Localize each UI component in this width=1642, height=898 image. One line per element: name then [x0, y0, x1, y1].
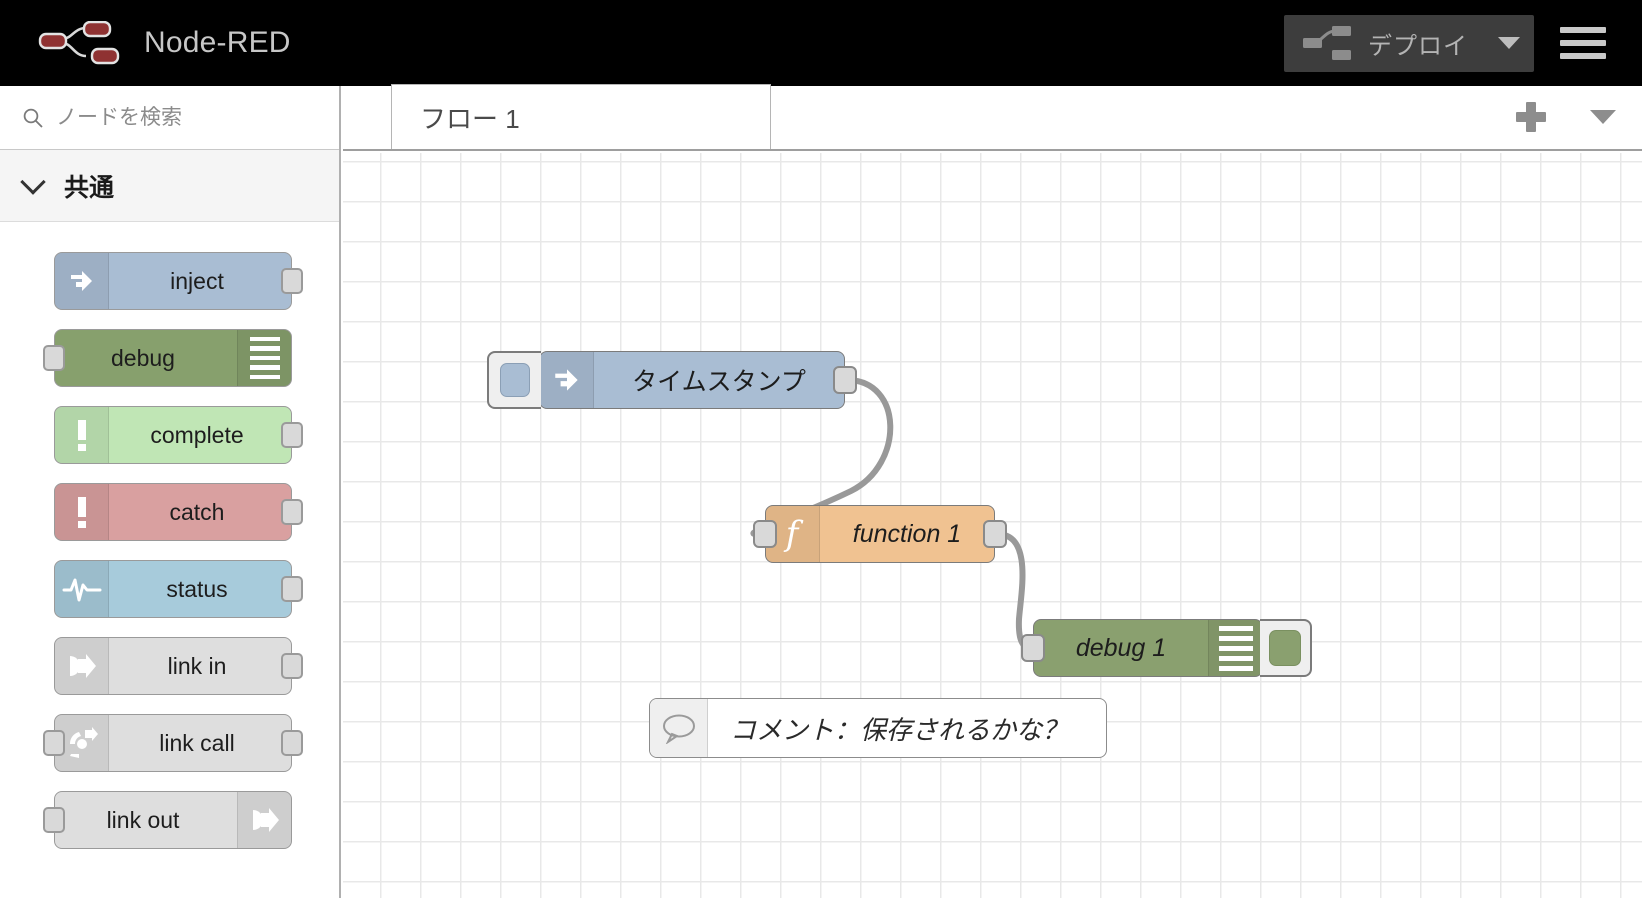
exclamation-icon	[55, 407, 109, 463]
node-red-logo-icon	[38, 21, 120, 65]
flow-node-label: タイムスタンプ	[632, 368, 806, 396]
link-out-icon	[237, 792, 291, 848]
node-input-port[interactable]	[753, 520, 777, 548]
palette-search[interactable]	[0, 86, 339, 150]
deploy-label: デプロイ	[1368, 32, 1468, 60]
hamburger-bar	[1560, 27, 1606, 33]
app-title: Node-RED	[144, 26, 291, 59]
palette-node-catch[interactable]: catch	[54, 483, 303, 541]
debug-enable-toggle[interactable]	[1260, 619, 1312, 677]
hamburger-menu-icon[interactable]	[1560, 27, 1606, 59]
flow-node-comment[interactable]: コメント：保存されるかな？	[649, 698, 1107, 758]
palette-category-label: 共通	[64, 173, 115, 202]
search-input[interactable]	[56, 105, 316, 130]
node-output-port[interactable]	[281, 576, 303, 602]
palette-node-label: catch	[169, 498, 225, 525]
wire-function-to-debug[interactable]	[994, 531, 1034, 651]
flow-canvas[interactable]: タイムスタンプ f function 1 debug 1 コ	[343, 153, 1642, 898]
node-output-port[interactable]	[281, 730, 303, 756]
hamburger-bar	[1560, 40, 1606, 46]
node-output-port[interactable]	[281, 268, 303, 294]
palette-node-complete[interactable]: complete	[54, 406, 303, 464]
svg-text:f: f	[782, 514, 803, 554]
caret-down-icon[interactable]	[1498, 37, 1520, 49]
palette-node-debug[interactable]: debug	[43, 329, 292, 387]
inject-arrow-icon	[540, 352, 594, 408]
palette-node-link-in[interactable]: link in	[54, 637, 303, 695]
function-f-icon: f	[766, 506, 820, 562]
node-output-port[interactable]	[281, 653, 303, 679]
flow-tab-bar: フロー 1	[343, 84, 1642, 151]
deploy-button[interactable]: デプロイ	[1284, 14, 1534, 72]
node-palette: 共通 inject debug	[0, 86, 341, 898]
node-output-port[interactable]	[983, 520, 1007, 548]
node-output-port[interactable]	[281, 422, 303, 448]
flow-node-debug[interactable]: debug 1	[1021, 619, 1312, 677]
tab-actions	[1516, 84, 1642, 149]
palette-node-list: inject debug complete	[0, 222, 339, 849]
node-input-port[interactable]	[43, 345, 65, 371]
palette-node-label: link out	[106, 806, 180, 833]
palette-node-link-out[interactable]: link out	[43, 791, 292, 849]
hamburger-bar	[1560, 53, 1606, 59]
exclamation-icon	[55, 484, 109, 540]
deploy-icon	[1303, 26, 1351, 60]
palette-node-label: debug	[111, 344, 175, 371]
palette-node-label: status	[166, 575, 228, 602]
pulse-wave-icon	[55, 561, 109, 617]
flow-node-function[interactable]: f function 1	[753, 505, 1007, 563]
flow-node-inject[interactable]: タイムスタンプ	[487, 351, 857, 409]
search-icon	[23, 108, 43, 128]
palette-category-common[interactable]: 共通	[0, 150, 339, 222]
palette-node-label: complete	[150, 421, 244, 448]
palette-node-status[interactable]: status	[54, 560, 303, 618]
node-input-port[interactable]	[43, 807, 65, 833]
palette-node-label: inject	[170, 267, 224, 294]
palette-node-label: link call	[159, 729, 235, 756]
palette-node-inject[interactable]: inject	[54, 252, 303, 310]
inject-trigger-button[interactable]	[487, 351, 541, 409]
debug-toggle-inner	[1269, 630, 1301, 666]
node-input-port[interactable]	[1021, 634, 1045, 662]
flow-node-label: debug 1	[1075, 633, 1167, 662]
plus-icon[interactable]	[1516, 101, 1546, 132]
node-output-port[interactable]	[281, 499, 303, 525]
node-output-port[interactable]	[833, 366, 857, 394]
header-actions: デプロイ	[1284, 0, 1642, 86]
comment-bubble-icon	[650, 699, 708, 757]
brand: Node-RED	[38, 21, 291, 65]
app-header: Node-RED デプロイ	[0, 0, 1642, 86]
link-in-icon	[55, 638, 109, 694]
flow-node-label: function 1	[852, 519, 962, 548]
tab-flow-1[interactable]: フロー 1	[391, 84, 771, 149]
inject-arrow-icon	[55, 253, 109, 309]
palette-node-label: link in	[167, 652, 227, 679]
debug-lines-icon	[237, 330, 291, 386]
palette-node-link-call[interactable]: link call	[43, 714, 303, 772]
caret-down-icon[interactable]	[1590, 109, 1616, 124]
chevron-down-icon	[20, 168, 46, 195]
inject-trigger-inner	[500, 363, 530, 397]
flow-node-label: コメント：保存されるかな？	[730, 714, 1069, 745]
debug-lines-icon	[1208, 620, 1262, 676]
node-input-port[interactable]	[43, 730, 65, 756]
